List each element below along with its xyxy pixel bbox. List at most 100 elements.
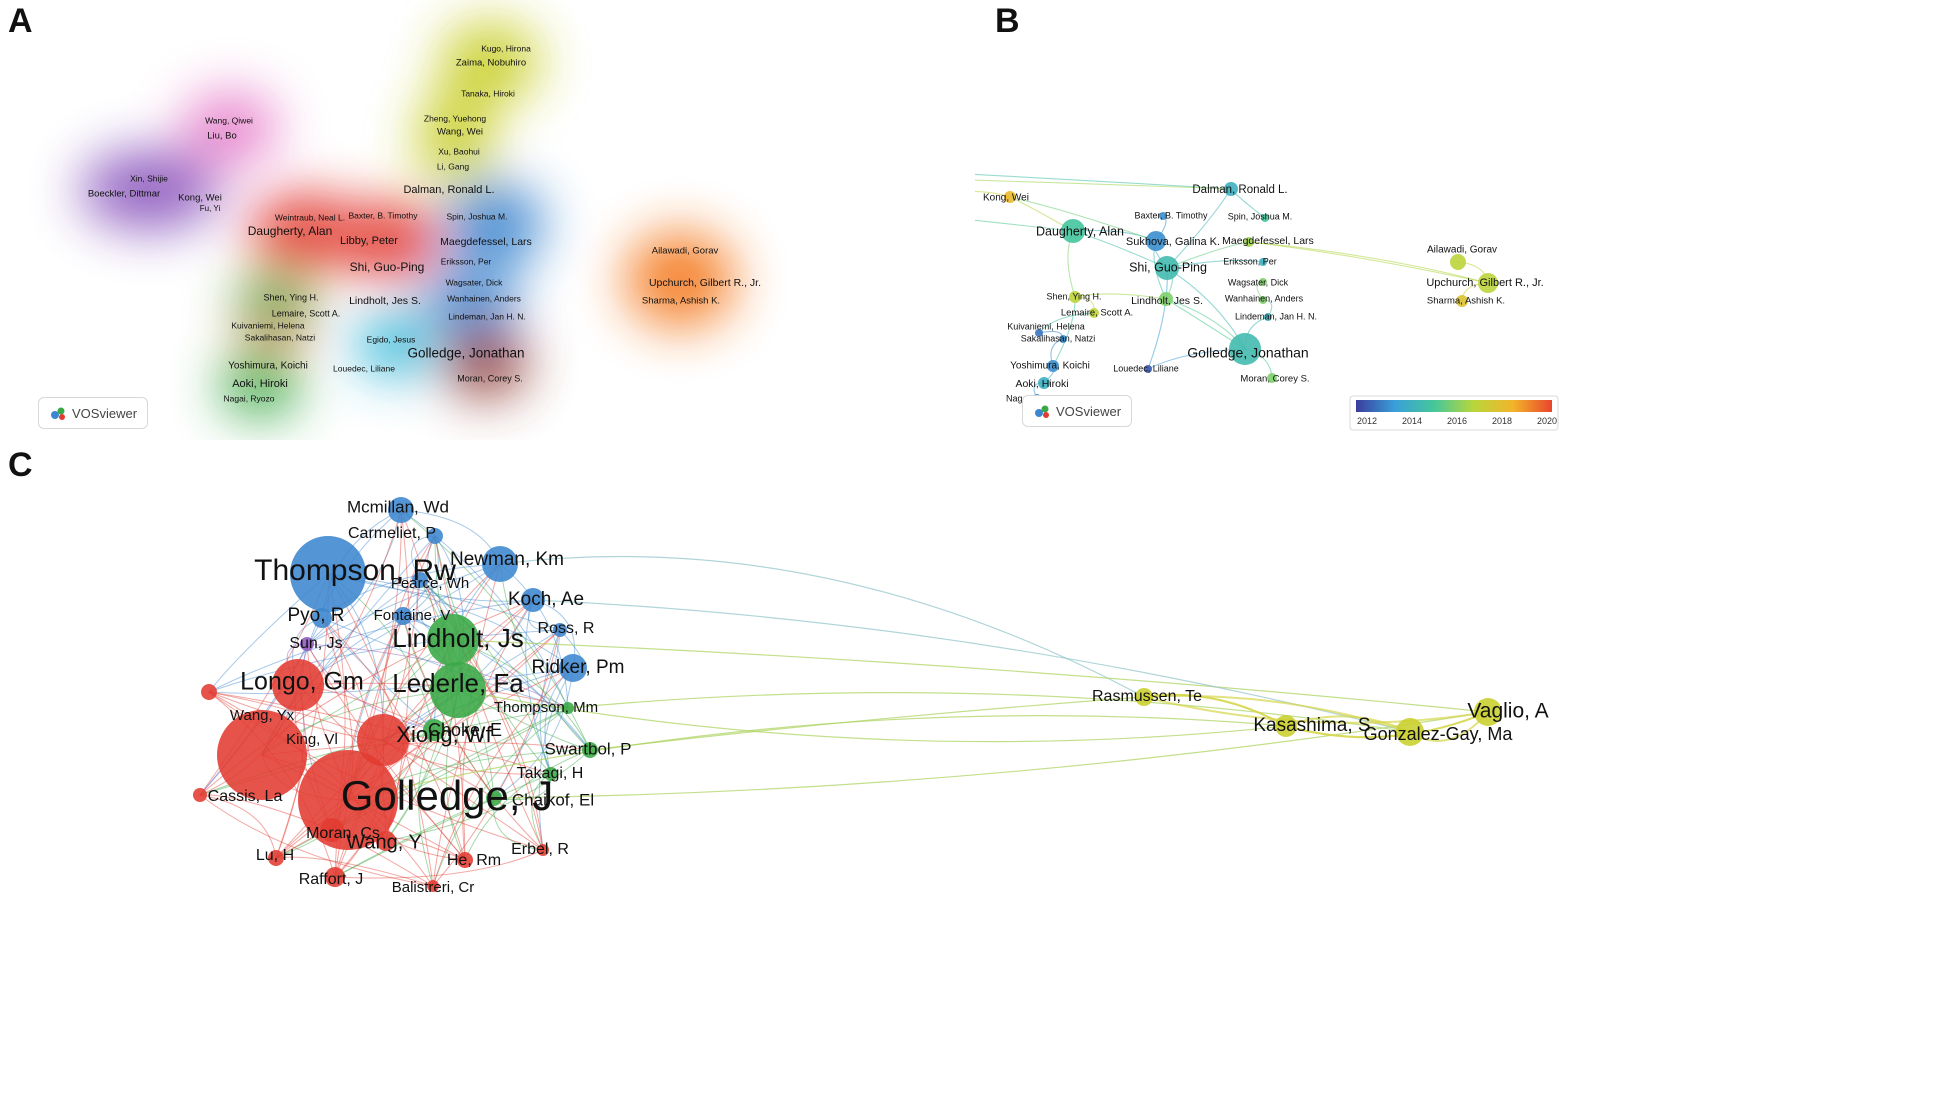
network-edge [1143,696,1489,724]
network-edge [306,509,402,645]
author-label-kugo-hirona: Kugo, Hirona [481,43,531,53]
author-label-kuivaniemi-helena: Kuivaniemi, Helena [1007,321,1085,331]
author-label-thompson-rw: Thompson, Rw [254,554,456,587]
author-node-sakalihasan-natzi [1059,335,1067,343]
author-label-shi-guo-ping: Shi, Guo-Ping [1129,260,1207,274]
author-label-newman-km: Newman, Km [450,549,564,570]
author-label-lu-h: Lu, H [256,847,294,864]
cluster-density-green [220,353,300,417]
author-node-wanhainen-anders [1259,296,1267,304]
network-edge [432,667,574,887]
author-label-ailawadi-gorav: Ailawadi, Gorav [652,246,719,257]
network-edge [419,579,591,751]
network-edge [1285,715,1411,733]
network-edge [306,643,435,731]
panel-b-letter: B [995,2,1020,40]
author-label-kong-wei: Kong, Wei [983,193,1029,204]
author-node-eriksson-per [1259,258,1267,266]
author-label-lemaire-scott-a: Lemaire, Scott A. [272,308,341,318]
author-label-wagsater-dick: Wagsater, Dick [1228,277,1289,287]
network-edge [382,629,561,741]
cluster-density-red [250,194,360,270]
cluster-density-yellow [440,22,540,102]
author-node-wang-y [376,831,396,851]
author-label-dalman-ronald-l: Dalman, Ronald L. [403,184,494,196]
author-node-ross-r [553,623,567,637]
network-edge [1143,693,1287,727]
author-node-golledge-jonathan [1229,333,1261,365]
network-edge [531,773,552,851]
colorbar-gradient [1356,400,1552,412]
panel-c-letter: C [8,446,33,484]
author-node-maegdefessel-lars [1244,237,1254,247]
author-label-raffort-j: Raffort, J [299,871,364,888]
author-label-sakalihasan-natzi: Sakalihasan, Natzi [245,332,316,342]
author-label-cassis-la: Cassis, La [208,788,283,805]
author-label-kasashima-s: Kasashima, S [1253,715,1370,736]
author-label-lederle-fa: Lederle, Fa [392,668,524,698]
network-edge [385,749,591,842]
author-node-moran-corey-s [1267,373,1277,383]
cluster-density-pink [182,92,278,164]
bridge-edge [589,696,1145,751]
author-node-louedec-liliane [1144,365,1152,373]
network-edge [382,667,574,741]
network-edge [402,615,544,851]
author-label-gonzalez-gay-ma: Gonzalez-Gay, Ma [1364,724,1514,744]
author-label-xu-baohui: Xu, Baohui [438,146,480,156]
author-node-lemaire-scott-a [1089,308,1099,318]
author-node-shi-guo-ping [1155,256,1179,280]
network-edge [538,667,574,851]
network-edge [261,741,591,756]
author-label-eriksson-per: Eriksson, Per [1223,256,1277,266]
network-edge [1038,312,1095,334]
author-label-moran-corey-s: Moran, Corey S. [1240,374,1309,385]
author-label-yoshimura-koichi: Yoshimura, Koichi [1010,361,1090,372]
author-label-moran-cs: Moran, Cs [306,825,380,842]
network-edge [525,599,552,775]
network-edge [464,749,591,861]
author-node-xiong-wf [357,714,409,766]
author-label-baxter-b-timothy: Baxter, B. Timothy [349,210,419,220]
author-node-pyo-r [312,608,332,628]
vosviewer-badge-a: VOSviewer [38,397,149,429]
author-node-wagsater-dick [1259,278,1267,286]
network-edge [199,643,308,796]
author-node-daugherty-alan [1061,219,1085,243]
author-node-gonzalez-gay-ma [1396,718,1424,746]
author-label-vaglio-a: Vaglio, A [1467,700,1548,723]
network-edge [975,179,1232,190]
author-label-eriksson-per: Eriksson, Per [441,256,492,266]
author-label-rasmussen-te: Rasmussen, Te [1092,688,1202,705]
author-label-longo-gm: Longo, Gm [240,668,364,696]
author-node-baxter-b-timothy [1159,212,1167,220]
bridge-edge [493,711,1489,799]
network-edge [539,629,561,775]
author-label-choke-e: Choke, E [428,720,502,740]
vosviewer-logo-icon [51,407,65,420]
network-edge [199,794,434,887]
colorbar-tick: 2014 [1402,416,1422,426]
network-edge [334,849,544,879]
author-label-golledge-jonathan: Golledge, Jonathan [407,346,524,361]
cluster-density-cyan [355,313,435,377]
network-edge [1166,188,1232,269]
author-node-pearce-wh [412,572,428,588]
network-edge [461,563,501,861]
author-node-raffort-j [325,867,345,887]
author-label-daugherty-alan: Daugherty, Alan [248,224,333,238]
author-label-aoki-hiroki: Aoki, Hiroki [232,378,288,390]
network-edge [402,535,439,617]
network-edge [432,599,534,887]
network-edge [1143,694,1411,733]
author-node-sun-js [300,637,314,651]
network-edge [419,579,552,775]
author-node-koch-ae [521,588,545,612]
author-node-carmeliet-p [427,528,443,544]
network-edge [208,599,534,693]
author-label-lindeman-jan-h-n: Lindeman, Jan H. N. [1235,311,1317,321]
author-label-louedec-liliane: Louedec, Liliane [1113,363,1179,373]
network-edge [493,667,574,799]
